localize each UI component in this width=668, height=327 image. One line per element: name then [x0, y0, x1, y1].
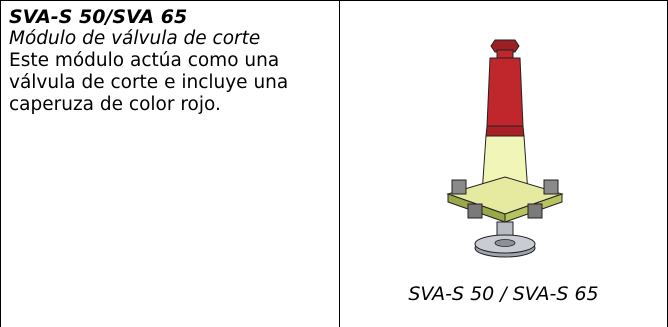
module-subtitle: Módulo de válvula de corte [9, 28, 261, 49]
shutoff-valve-module-icon [430, 34, 580, 270]
table-column-divider [339, 0, 340, 327]
module-title: SVA-S 50/SVA 65 [9, 6, 188, 28]
module-description-cell: SVA-S 50/SVA 65 Módulo de válvula de cor… [9, 6, 329, 116]
module-description: Este módulo actúa como una válvula de co… [9, 50, 289, 115]
figure-caption: SVA-S 50 / SVA-S 65 [408, 283, 599, 305]
table-top-border [0, 0, 668, 1]
table-left-border [0, 0, 1, 327]
